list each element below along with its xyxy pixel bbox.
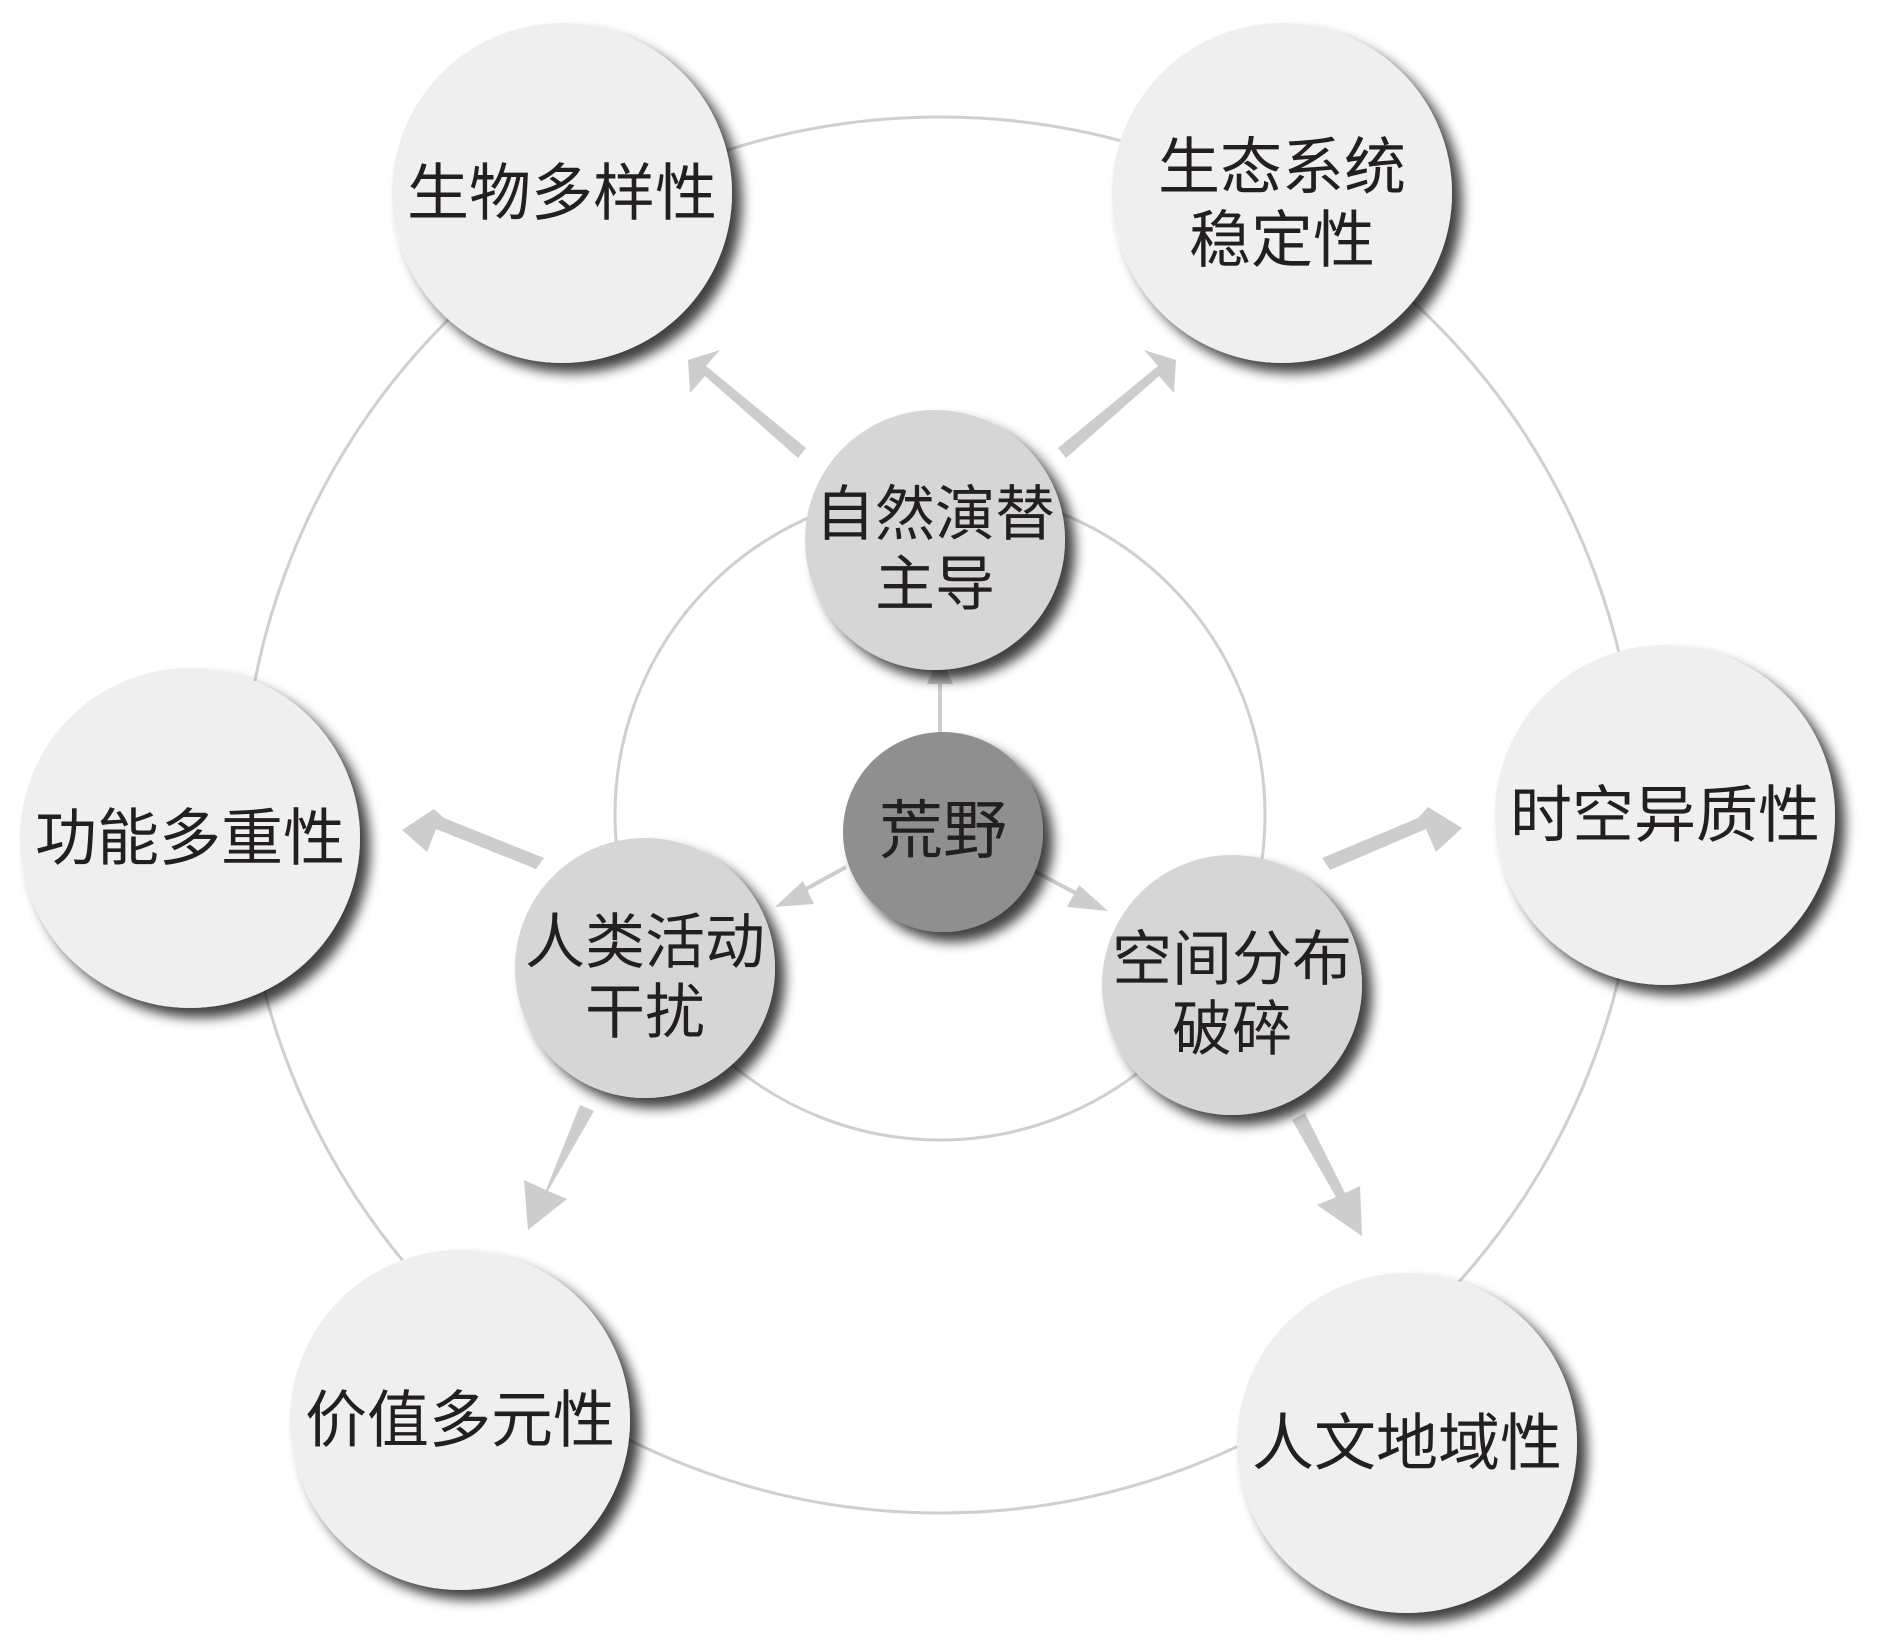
node-humanistic: 人文地域性 bbox=[1237, 1273, 1577, 1613]
core-arrows bbox=[775, 656, 1108, 911]
node-humanistic-circle bbox=[1237, 1273, 1577, 1613]
middle-nodes: 自然演替 主导 人类活动 干扰 空间分布 破碎 bbox=[515, 410, 1362, 1115]
node-human: 人类活动 干扰 bbox=[515, 838, 775, 1098]
block-arrow-to-humanistic bbox=[1292, 1113, 1362, 1236]
node-humanistic-line-1: 人文地域性 bbox=[1252, 1407, 1562, 1480]
node-function-line-1: 功能多重性 bbox=[35, 802, 345, 875]
node-natural-line-1: 自然演替 bbox=[815, 480, 1055, 550]
block-arrow-to-function bbox=[402, 809, 544, 869]
block-arrow-to-value bbox=[524, 1105, 594, 1230]
node-spatial-line-1: 空间分布 bbox=[1112, 925, 1352, 995]
node-function: 功能多重性 bbox=[20, 668, 360, 1008]
node-stability: 生态系统 稳定性 bbox=[1112, 23, 1452, 363]
block-arrow-to-heterogeneity bbox=[1322, 807, 1462, 870]
node-function-circle bbox=[20, 668, 360, 1008]
node-heterogeneity-line-1: 时空异质性 bbox=[1510, 779, 1820, 852]
block-arrow-to-biodiversity bbox=[688, 350, 806, 458]
node-core-circle bbox=[843, 732, 1043, 932]
core-arrowhead-natural bbox=[927, 656, 953, 684]
outer-nodes: 生物多样性 生态系统 稳定性 时空异质性 人文地域性 价值多元性 功能多重 bbox=[20, 23, 1835, 1613]
node-stability-line-1: 生态系统 bbox=[1158, 131, 1406, 204]
node-biodiversity-circle bbox=[392, 23, 732, 363]
node-value: 价值多元性 bbox=[290, 1250, 630, 1590]
core-arrowhead-spatial bbox=[1067, 885, 1108, 911]
block-arrow-to-stability bbox=[1058, 350, 1176, 458]
node-stability-line-2: 稳定性 bbox=[1189, 204, 1375, 277]
node-spatial-line-2: 破碎 bbox=[1172, 995, 1292, 1065]
block-arrows bbox=[402, 350, 1462, 1236]
node-natural-circle bbox=[805, 410, 1065, 670]
node-biodiversity-line-1: 生物多样性 bbox=[407, 157, 717, 230]
node-natural: 自然演替 主导 bbox=[805, 410, 1065, 670]
node-heterogeneity-circle bbox=[1495, 645, 1835, 985]
node-spatial-circle bbox=[1102, 855, 1362, 1115]
node-natural-line-2: 主导 bbox=[875, 550, 995, 620]
node-human-line-1: 人类活动 bbox=[525, 908, 765, 978]
node-core: 荒野 bbox=[843, 732, 1043, 932]
node-biodiversity: 生物多样性 bbox=[392, 23, 732, 363]
node-human-circle bbox=[515, 838, 775, 1098]
node-core-line-1: 荒野 bbox=[879, 795, 1007, 869]
node-stability-circle bbox=[1112, 23, 1452, 363]
core-arrowhead-human bbox=[775, 881, 814, 907]
node-spatial: 空间分布 破碎 bbox=[1102, 855, 1362, 1115]
node-heterogeneity: 时空异质性 bbox=[1495, 645, 1835, 985]
node-value-line-1: 价值多元性 bbox=[305, 1384, 615, 1457]
node-human-line-2: 干扰 bbox=[585, 978, 705, 1048]
node-value-circle bbox=[290, 1250, 630, 1590]
